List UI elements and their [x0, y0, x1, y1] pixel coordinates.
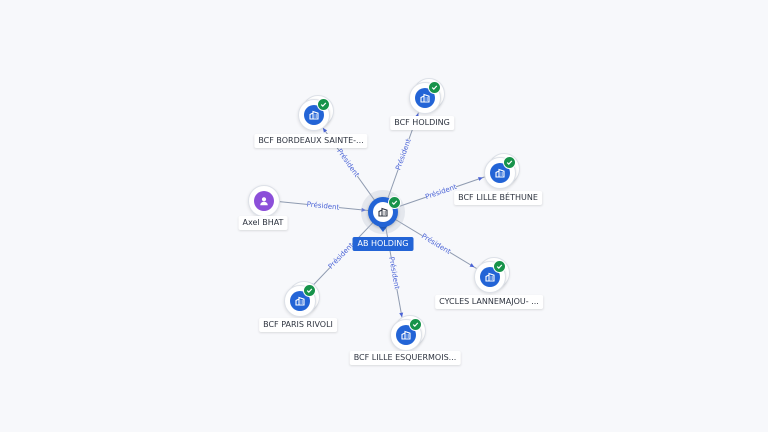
person-icon — [254, 191, 274, 211]
verified-check-icon — [493, 260, 506, 273]
node-circle[interactable] — [390, 319, 422, 351]
edge-label: Président — [394, 138, 413, 172]
building-icon — [373, 202, 393, 222]
building-icon — [490, 163, 510, 183]
edge-arrow — [478, 177, 483, 181]
verified-check-icon — [388, 196, 401, 209]
edge-label: Président — [306, 200, 340, 211]
edge-arrow — [322, 127, 328, 133]
verified-check-icon — [409, 318, 422, 331]
verified-check-icon — [503, 156, 516, 169]
edge-arrow — [361, 207, 367, 212]
node-label[interactable]: BCF HOLDING — [390, 116, 454, 130]
building-icon — [304, 105, 324, 125]
node-label[interactable]: BCF BORDEAUX SAINTE-... — [254, 134, 368, 148]
building-icon — [480, 267, 500, 287]
edge-label: Président — [420, 232, 452, 256]
edge-label-background — [424, 183, 458, 201]
edge-label-background — [327, 241, 355, 271]
node-label[interactable]: BCF LILLE BÉTHUNE — [454, 191, 542, 205]
verified-check-icon — [317, 98, 330, 111]
node-label[interactable]: BCF LILLE ESQUERMOIS... — [349, 351, 461, 365]
edge-label-background — [394, 138, 413, 171]
edge-label: Président — [387, 256, 401, 290]
verified-check-icon — [303, 284, 316, 297]
edge-label: Président — [335, 147, 361, 178]
node-label[interactable]: CYCLES LANNEMAJOU- ... — [435, 295, 543, 309]
node-label[interactable]: BCF PARIS RIVOLI — [259, 318, 337, 332]
edge-label-background — [387, 256, 401, 290]
node-circle[interactable] — [248, 185, 280, 217]
edge-label-background — [306, 200, 340, 212]
edge-label-background — [335, 147, 361, 179]
building-icon — [396, 325, 416, 345]
map-pin-tip — [377, 224, 389, 232]
building-icon — [415, 88, 435, 108]
verified-check-icon — [428, 81, 441, 94]
edge-president-0: Président — [262, 199, 384, 213]
edge-label: Président — [424, 183, 458, 201]
edge-arrow — [469, 263, 475, 268]
node-circle[interactable] — [409, 82, 441, 114]
node-label[interactable]: Axel BHAT — [238, 216, 288, 230]
edge-label: Président — [327, 241, 356, 270]
center-node-label[interactable]: AB HOLDING — [352, 237, 414, 251]
building-icon — [290, 291, 310, 311]
edge-label-background — [420, 232, 452, 256]
